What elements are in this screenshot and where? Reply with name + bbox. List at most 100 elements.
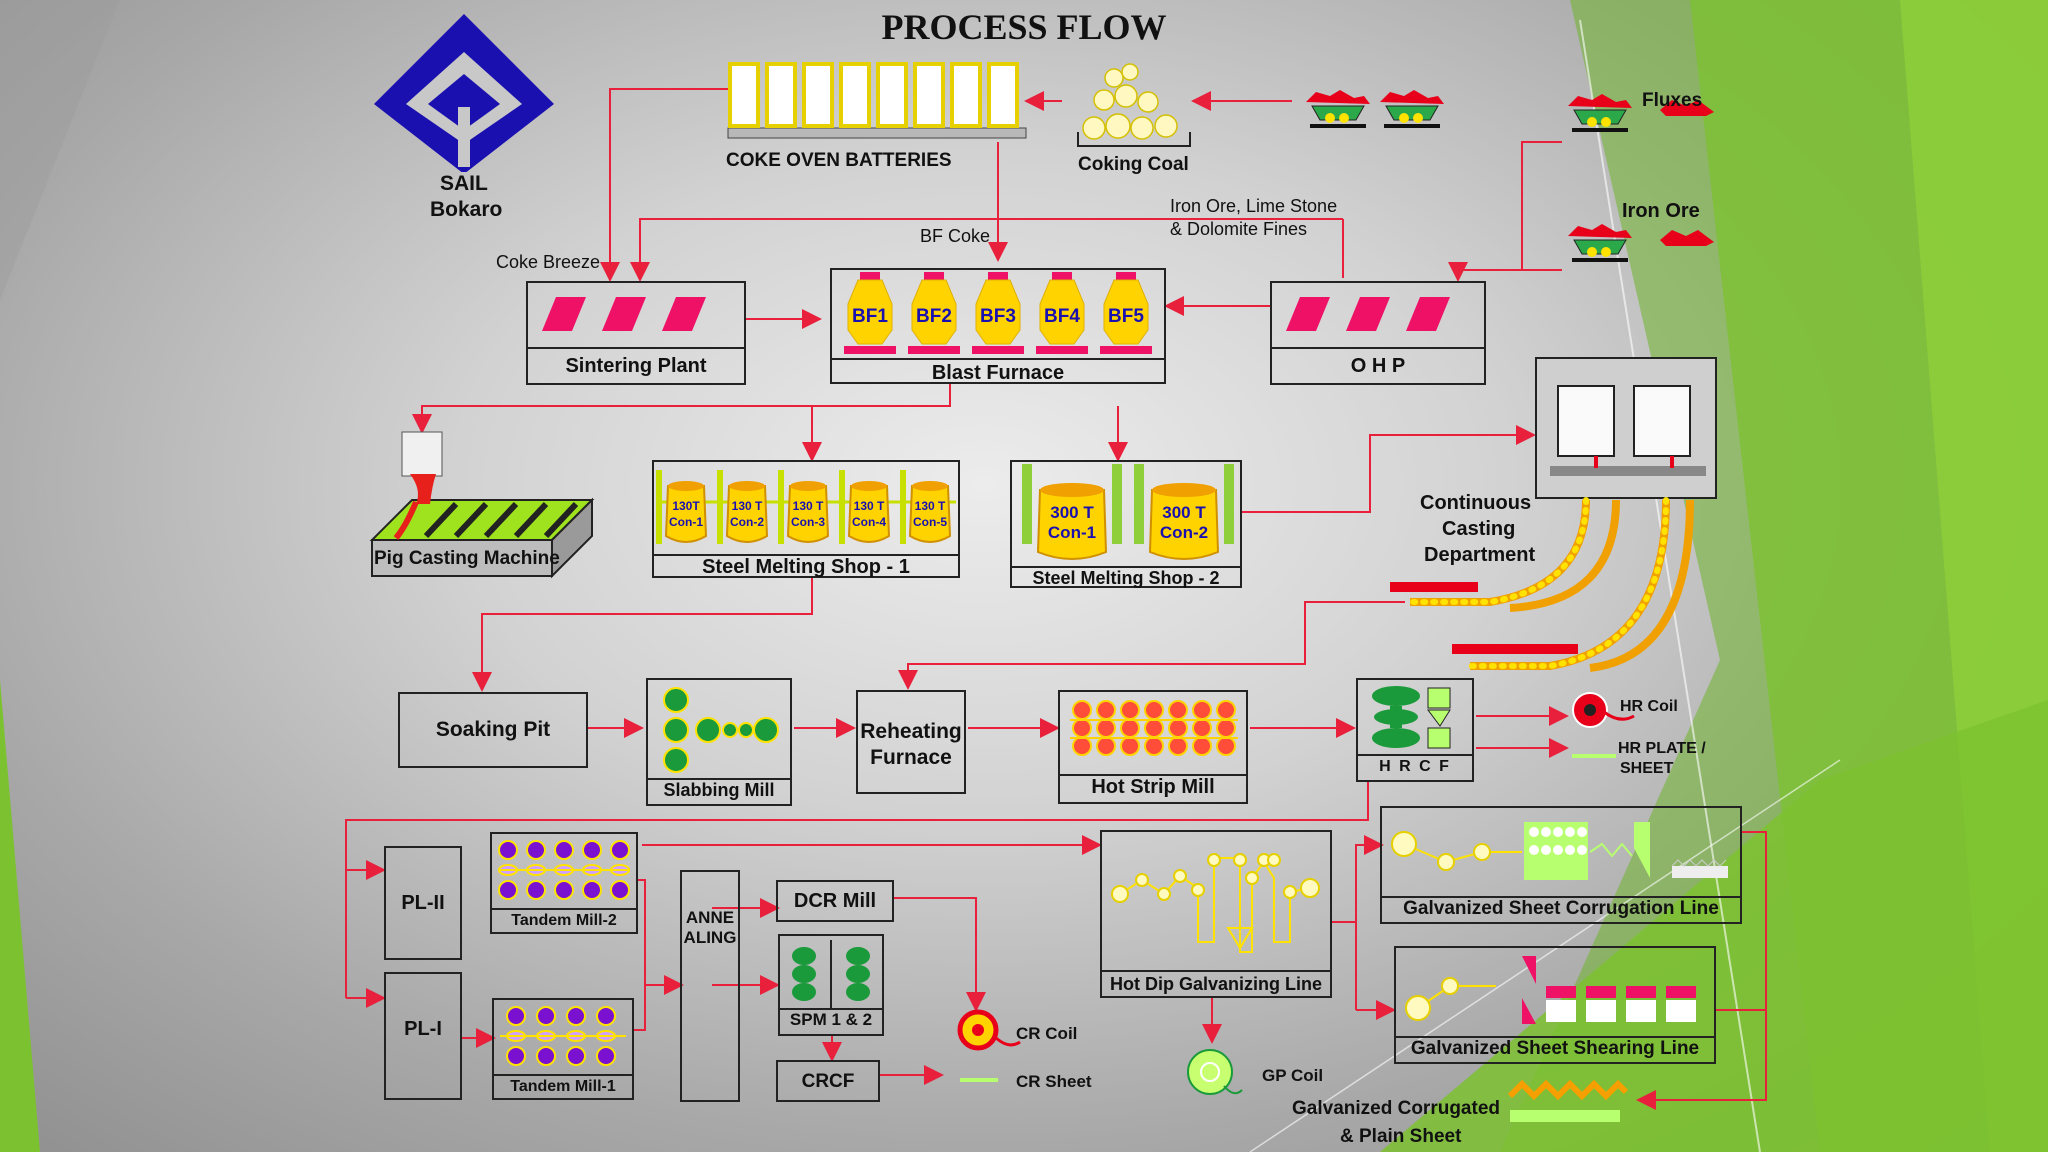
hr-coil-icon xyxy=(1572,692,1635,728)
blast-furnace-unit: BF3 xyxy=(972,272,1024,354)
hot-dip-galvanizing-line: Hot Dip Galvanizing Line xyxy=(1100,830,1332,998)
oven-chamber xyxy=(950,62,982,128)
dcr-mill-label: DCR Mill xyxy=(793,890,877,912)
converter-capacity: 130 T xyxy=(732,499,763,513)
page-title: PROCESS FLOW xyxy=(881,7,1167,47)
iron-ore-wagon xyxy=(1568,224,1714,262)
sms1-converter: 130 T Con-2 xyxy=(717,470,769,544)
logo-line1: SAIL xyxy=(440,172,488,195)
pickling-line-2: PL-II xyxy=(384,846,462,960)
oven-chamber xyxy=(728,62,760,128)
slabbing-rolls xyxy=(663,687,779,773)
oven-chamber xyxy=(913,62,945,128)
converter-name: Con-4 xyxy=(852,515,886,529)
continuous-casting-machine xyxy=(1390,357,1717,672)
bf-name-label: BF3 xyxy=(980,306,1016,327)
oven-chamber xyxy=(839,62,871,128)
cr-sheet-icon xyxy=(960,1078,998,1082)
hrcf: H R C F xyxy=(1356,678,1474,782)
slabbing-mill-label: Slabbing Mill xyxy=(663,780,775,800)
tandem-mill-2: Tandem Mill-2 xyxy=(490,832,638,934)
blast-furnace-unit: BF1 xyxy=(844,272,896,354)
roll-stand xyxy=(1166,700,1190,756)
converter-capacity: 300 T xyxy=(1162,503,1206,522)
gssl-label: Galvanized Sheet Shearing Line xyxy=(1410,1038,1700,1059)
spm-rolls xyxy=(792,940,870,1008)
pig-casting-label: Pig Casting Machine xyxy=(374,548,560,569)
roll-stand xyxy=(1142,700,1166,756)
ccd-label-2: Casting xyxy=(1442,518,1516,540)
hr-coil-label: HR Coil xyxy=(1620,698,1678,715)
blast-furnace-units: BF1 BF2 BF3 BF4 BF5 xyxy=(844,272,1152,354)
tandem-mill-1: Tandem Mill-1 xyxy=(492,998,634,1100)
ohp-label: O H P xyxy=(1350,355,1406,377)
pl2-label: PL-II xyxy=(401,892,445,914)
gscl-equipment xyxy=(1391,822,1728,880)
cr-sheet-label: CR Sheet xyxy=(1016,1072,1092,1091)
converter-name: Con-1 xyxy=(1048,523,1096,542)
sail-logo xyxy=(374,14,554,172)
roll-stand xyxy=(1070,700,1094,756)
converter-capacity: 300 T xyxy=(1050,503,1094,522)
ccd-label-3: Department xyxy=(1424,544,1536,566)
hrcf-equipment xyxy=(1372,686,1451,749)
logo-line2: Bokaro xyxy=(430,198,503,221)
reheating-label-2: Furnace xyxy=(870,746,952,769)
roll-stand xyxy=(1094,700,1118,756)
hrcf-label: H R C F xyxy=(1379,758,1451,775)
sms1-label: Steel Melting Shop - 1 xyxy=(702,556,910,578)
converter-name: Con-5 xyxy=(913,515,947,529)
blast-furnace-unit: BF4 xyxy=(1036,272,1088,354)
converter-name: Con-1 xyxy=(669,515,703,529)
sms1-converter: 130 T Con-5 xyxy=(900,470,952,544)
sms2-label: Steel Melting Shop - 2 xyxy=(1032,568,1220,588)
ohp: O H P xyxy=(1270,281,1486,385)
bf-name-label: BF2 xyxy=(916,306,952,327)
pig-casting-machine xyxy=(369,431,595,579)
iron-ore-label: Iron Ore xyxy=(1622,200,1700,222)
converter-name: Con-2 xyxy=(730,515,764,529)
oven-chamber xyxy=(876,62,908,128)
ohp-pallets xyxy=(1286,297,1450,331)
galvanized-sheet-shearing-line: Galvanized Sheet Shearing Line xyxy=(1394,946,1716,1064)
coke-oven-batteries-label: COKE OVEN BATTERIES xyxy=(726,150,952,171)
sintering-plant-label: Sintering Plant xyxy=(565,355,707,377)
coke-oven-batteries xyxy=(727,62,1027,139)
tandem-stand xyxy=(554,840,574,900)
sheet-stack xyxy=(1586,986,1616,1022)
tandem-mill-1-rolls xyxy=(500,1006,626,1066)
gcps-label-2: & Plain Sheet xyxy=(1340,1126,1462,1147)
cr-coil-label: CR Coil xyxy=(1016,1024,1078,1043)
oven-chamber xyxy=(987,62,1019,128)
fines-label-2: & Dolomite Fines xyxy=(1170,219,1308,239)
roll-stand xyxy=(1190,700,1214,756)
hr-plate-label-2: SHEET xyxy=(1620,760,1674,777)
pickling-line-1: PL-I xyxy=(384,972,462,1100)
hot-strip-mill: Hot Strip Mill xyxy=(1058,690,1248,804)
bf-name-label: BF5 xyxy=(1108,306,1144,327)
cr-coil-icon xyxy=(957,1009,1021,1051)
hr-plate-label-1: HR PLATE / xyxy=(1618,740,1706,757)
sinter-pallets xyxy=(542,297,706,331)
sheet-stack xyxy=(1546,986,1576,1022)
galvanized-sheet-icon xyxy=(1507,1080,1629,1122)
reheating-furnace: Reheating Furnace xyxy=(856,690,966,794)
gp-coil-label: GP Coil xyxy=(1262,1066,1324,1085)
annealing: ANNEALING xyxy=(680,870,740,1102)
fluxes-wagon xyxy=(1568,94,1714,132)
converter-capacity: 130 T xyxy=(915,499,946,513)
dcr-mill: DCR Mill xyxy=(776,880,894,922)
galvanized-sheet-corrugation-line: Galvanized Sheet Corrugation Line xyxy=(1380,806,1742,924)
converter-capacity: 130 T xyxy=(793,499,824,513)
oven-chamber xyxy=(765,62,797,128)
